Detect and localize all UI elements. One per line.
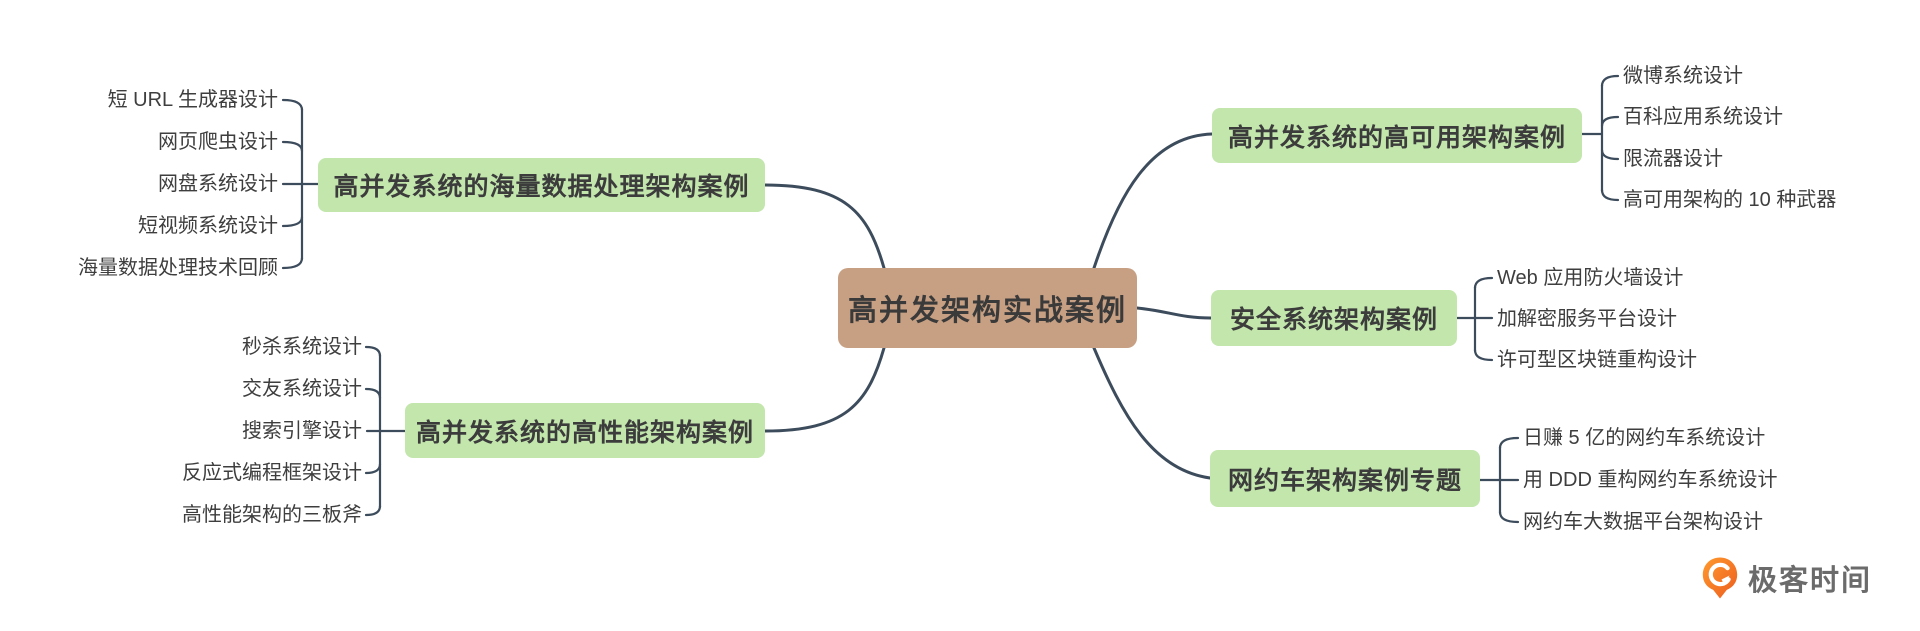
mindmap-leaf[interactable]: 高性能架构的三板斧 bbox=[182, 504, 362, 526]
mindmap-leaf[interactable]: 交友系统设计 bbox=[242, 378, 362, 400]
mindmap-leaf[interactable]: 百科应用系统设计 bbox=[1623, 106, 1783, 128]
mindmap-leaf[interactable]: 限流器设计 bbox=[1623, 148, 1723, 170]
geektime-pin-icon bbox=[1702, 557, 1738, 599]
mindmap-leaf[interactable]: 许可型区块链重构设计 bbox=[1497, 349, 1697, 371]
mindmap-leaf[interactable]: Web 应用防火墙设计 bbox=[1497, 267, 1684, 289]
mindmap-leaf[interactable]: 秒杀系统设计 bbox=[242, 336, 362, 358]
mindmap-leaf[interactable]: 短视频系统设计 bbox=[138, 215, 278, 237]
mindmap-leaf[interactable]: 网盘系统设计 bbox=[158, 173, 278, 195]
edge-root-to-ridehailing bbox=[1092, 346, 1212, 480]
mindmap-leaf[interactable]: 微博系统设计 bbox=[1623, 65, 1743, 87]
mindmap-leaf[interactable]: 搜索引擎设计 bbox=[242, 420, 362, 442]
mindmap-leaf[interactable]: 反应式编程框架设计 bbox=[182, 462, 362, 484]
edge-root-to-massive-data bbox=[763, 183, 886, 270]
mindmap-leaf[interactable]: 日赚 5 亿的网约车系统设计 bbox=[1523, 427, 1766, 449]
root-node-high-concurrency-cases[interactable]: 高并发架构实战案例 bbox=[838, 268, 1137, 348]
mindmap-leaf[interactable]: 高可用架构的 10 种武器 bbox=[1623, 189, 1837, 211]
mindmap-leaf[interactable]: 加解密服务平台设计 bbox=[1497, 308, 1677, 330]
mindmap-leaf[interactable]: 用 DDD 重构网约车系统设计 bbox=[1523, 469, 1778, 491]
branch-node-massive-data-processing[interactable]: 高并发系统的海量数据处理架构案例 bbox=[318, 158, 765, 212]
branch-node-ride-hailing[interactable]: 网约车架构案例专题 bbox=[1210, 450, 1480, 507]
geektime-logo-text: 极客时间 bbox=[1748, 565, 1873, 597]
mindmap-leaf[interactable]: 网约车大数据平台架构设计 bbox=[1523, 511, 1763, 533]
branch-node-high-performance[interactable]: 高并发系统的高性能架构案例 bbox=[405, 403, 765, 458]
geektime-logo: 极客时间 bbox=[1700, 556, 1872, 600]
branch-node-high-availability[interactable]: 高并发系统的高可用架构案例 bbox=[1212, 108, 1582, 163]
edge-root-to-performance bbox=[763, 346, 886, 433]
mindmap-leaf[interactable]: 短 URL 生成器设计 bbox=[107, 89, 278, 111]
branch-node-security[interactable]: 安全系统架构案例 bbox=[1211, 290, 1457, 346]
edge-root-to-availability bbox=[1092, 132, 1214, 270]
mindmap-leaf[interactable]: 海量数据处理技术回顾 bbox=[78, 257, 278, 279]
mindmap-leaf[interactable]: 网页爬虫设计 bbox=[158, 131, 278, 153]
edge-root-to-security bbox=[1135, 306, 1213, 320]
